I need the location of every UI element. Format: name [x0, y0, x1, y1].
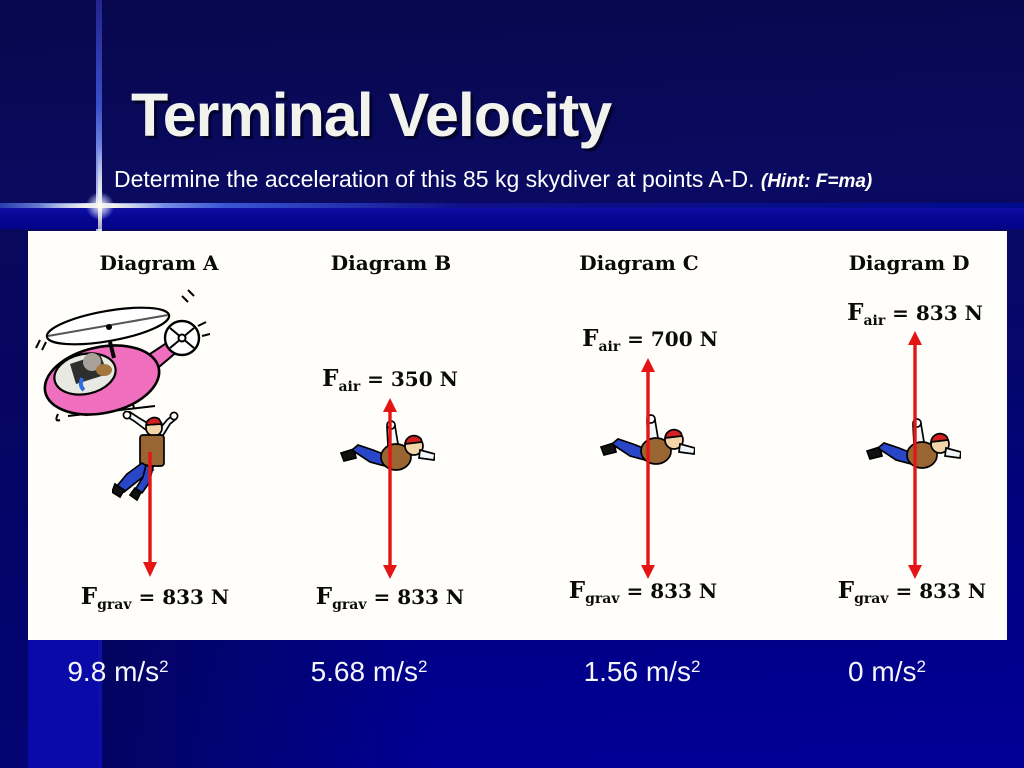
diagram-b-title: Diagram B [330, 251, 452, 275]
diagram-d-force-arrow [908, 331, 922, 579]
background-dark-patch [102, 640, 432, 768]
helicopter-icon [35, 289, 210, 422]
diagram-d-answer: 0 m/s2 [848, 656, 926, 687]
diagram-b-answer: 5.68 m/s2 [310, 656, 428, 687]
diagram-b-f-air-label: Fair = 350 N [322, 365, 458, 395]
diagram-panel: Diagram A Diagram B Diagram C Diagram D … [28, 231, 1007, 640]
diagram-d-f-air-label: Fair = 833 N [847, 299, 983, 329]
diagram-c-answer: 1.56 m/s2 [583, 656, 701, 687]
diagram-b-force-arrow [383, 398, 397, 579]
answers-row: 9.8 m/s2 5.68 m/s2 1.56 m/s2 0 m/s2 [0, 656, 1024, 700]
slide-title: Terminal Velocity [131, 81, 612, 149]
diagram-b-f-grav-label: Fgrav = 833 N [315, 583, 465, 613]
diagram-d-f-grav-label: Fgrav = 833 N [837, 577, 987, 607]
background-left-edge [0, 229, 28, 768]
diagram-c-title: Diagram C [579, 251, 699, 275]
accent-horizontal-band [0, 208, 1024, 229]
diagram-a-answer: 9.8 m/s2 [67, 656, 169, 687]
diagram-c-f-air-label: Fair = 700 N [582, 325, 718, 355]
diagram-a-gravity-arrow [143, 452, 157, 577]
starburst-glint-icon [86, 192, 114, 220]
accent-horizontal-line [0, 203, 1024, 208]
diagram-a-title: Diagram A [99, 251, 219, 275]
subtitle-text: Determine the acceleration of this 85 kg… [114, 166, 755, 192]
diagram-d-title: Diagram D [848, 251, 970, 275]
diagram-a-f-grav-label: Fgrav = 833 N [80, 583, 230, 613]
diagram-c-force-arrow [641, 358, 655, 579]
subtitle-hint: (Hint: F=ma) [760, 171, 873, 192]
diagram-c-f-grav-label: Fgrav = 833 N [568, 577, 718, 607]
slide-subtitle: Determine the acceleration of this 85 kg… [114, 166, 1014, 193]
